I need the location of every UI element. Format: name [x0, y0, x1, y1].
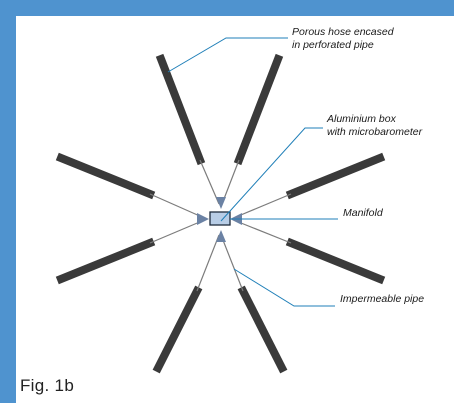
- pipe-right-upper: [235, 193, 292, 218]
- hose-lower-left: [152, 285, 203, 374]
- figure-label: Fig. 1b: [20, 376, 75, 395]
- leader-lines: [167, 37, 338, 307]
- infrasound-array-diagram: Porous hose encased in perforated pipe A…: [55, 26, 424, 374]
- label-porous-hose-line1: Porous hose encased: [292, 26, 395, 38]
- label-aluminium-box-line2: with microbarometer: [327, 126, 423, 138]
- leader-aluminium-box: [220, 127, 323, 222]
- label-impermeable-pipe: Impermeable pipe: [340, 293, 424, 305]
- leader-porous-hose: [167, 37, 288, 73]
- porous-hoses: [55, 53, 386, 374]
- pipe-lower-right: [220, 234, 244, 292]
- pipe-left-upper: [149, 193, 203, 218]
- arrowhead-bottom: [216, 230, 226, 242]
- hose-right-lower: [285, 237, 386, 285]
- hose-lower-right: [237, 285, 288, 374]
- pipe-right-lower: [235, 220, 292, 244]
- impermeable-pipes: [149, 159, 292, 292]
- diagram-panel: Porous hose encased in perforated pipe A…: [16, 16, 454, 403]
- label-aluminium-box-line1: Aluminium box: [326, 113, 397, 125]
- hose-left-lower: [55, 237, 156, 285]
- hose-right-upper: [285, 152, 386, 200]
- hose-upper-right: [233, 53, 284, 166]
- hose-upper-left: [155, 53, 206, 166]
- label-porous-hose-line2: in perforated pipe: [292, 39, 374, 51]
- leader-impermeable-pipe: [233, 268, 335, 307]
- pipe-upper-left: [199, 159, 220, 205]
- label-manifold: Manifold: [343, 207, 384, 219]
- arrowhead-top: [216, 197, 226, 209]
- arrowhead-left: [197, 213, 209, 225]
- hose-left-upper: [55, 152, 156, 200]
- pipe-upper-right: [221, 159, 240, 205]
- pipe-lower-left: [196, 234, 220, 292]
- pipe-left-lower: [149, 220, 203, 244]
